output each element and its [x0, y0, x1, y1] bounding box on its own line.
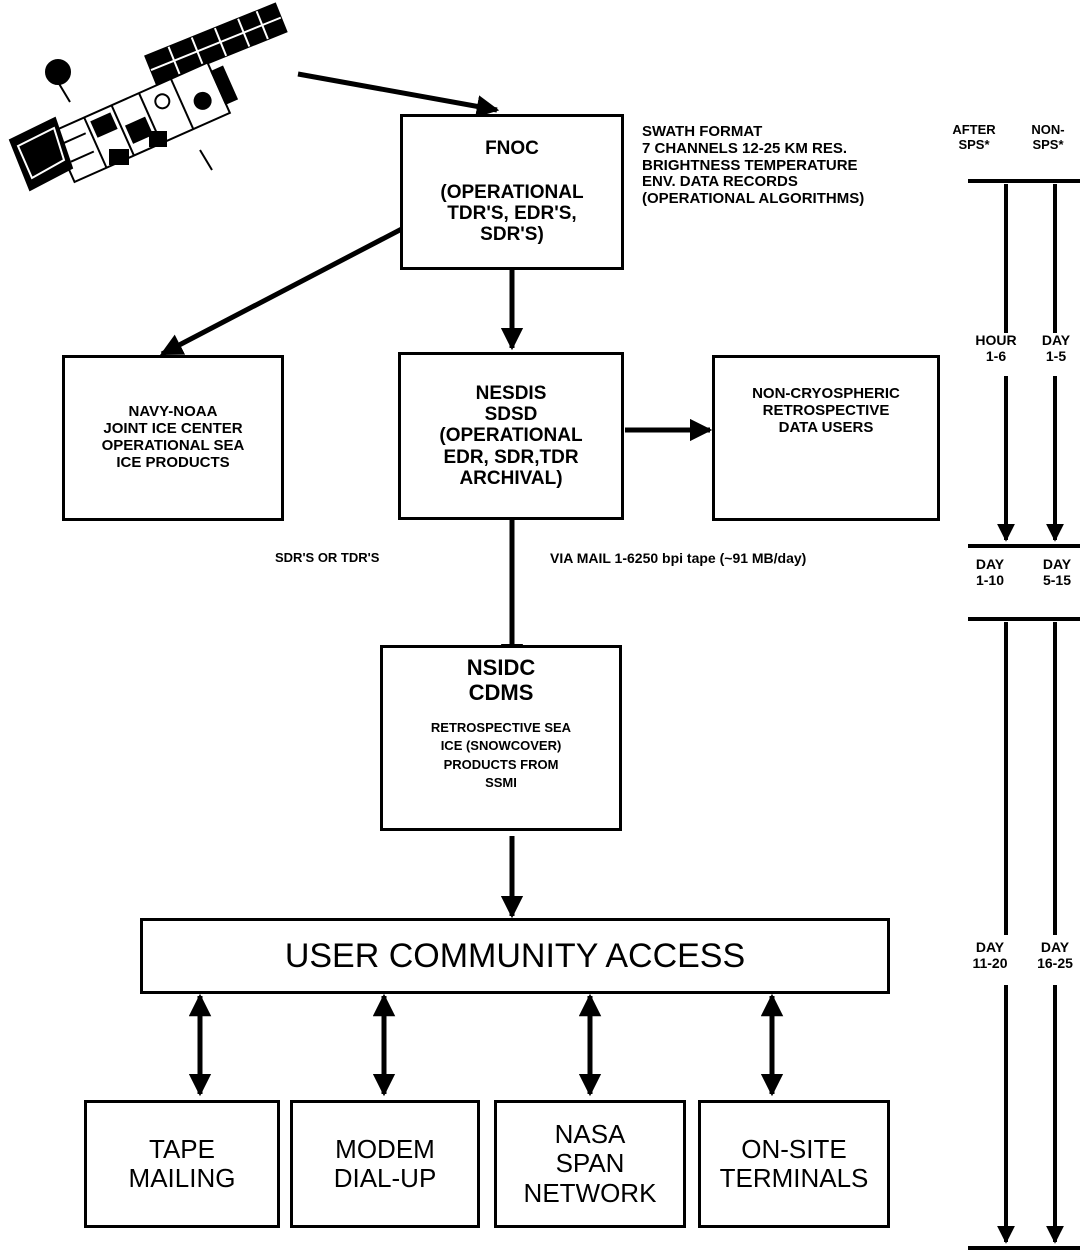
- jic-line: NAVY-NOAA: [128, 403, 218, 421]
- timeline-text: SPS*: [958, 136, 990, 152]
- timeline-label: HOUR 1-6: [966, 332, 1026, 365]
- jic-line: OPERATIONAL SEA: [101, 437, 245, 454]
- bottom-line: TERMINALS: [719, 1163, 869, 1193]
- swath-line: SWATH FORMAT: [642, 123, 763, 140]
- nesdis-box: NESDIS SDSD (OPERATIONAL EDR, SDR,TDR AR…: [398, 352, 624, 520]
- uca-title: USER COMMUNITY ACCESS: [284, 936, 746, 975]
- tape-mailing-box: TAPE MAILING: [84, 1100, 280, 1228]
- fnoc-line: TDR'S, EDR'S,: [447, 203, 577, 224]
- timeline-text: 5-15: [1042, 571, 1072, 588]
- noncryo-line: NON-CRYOSPHERIC: [752, 385, 900, 402]
- timeline-text: HOUR: [975, 332, 1017, 348]
- bottom-line: DIAL-UP: [333, 1163, 437, 1193]
- timeline-label: DAY 11-20: [964, 939, 1016, 972]
- jic-line: JOINT ICE CENTER: [103, 420, 243, 438]
- user-community-access-box: USER COMMUNITY ACCESS: [140, 918, 890, 994]
- swath-line: ENV. DATA RECORDS: [642, 173, 798, 191]
- nsidc-title: CDMS: [468, 679, 534, 705]
- timeline-header-after-sps: AFTER SPS*: [944, 122, 1004, 152]
- joint-ice-center-box: NAVY-NOAA JOINT ICE CENTER OPERATIONAL S…: [62, 355, 284, 521]
- bottom-line: ON-SITE: [741, 1133, 847, 1164]
- nsidc-title: NSIDC: [466, 655, 536, 680]
- swath-line: BRIGHTNESS TEMPERATURE: [642, 156, 858, 174]
- timeline-text: DAY: [1040, 939, 1070, 955]
- timeline-text: DAY: [975, 939, 1005, 955]
- satellite-icon: [8, 2, 288, 192]
- noncryo-line: DATA USERS: [778, 418, 874, 436]
- timeline-text: DAY: [1042, 556, 1072, 572]
- timeline-text: 11-20: [972, 954, 1008, 971]
- timeline-text: 1-6: [985, 347, 1007, 364]
- non-cryospheric-box: NON-CRYOSPHERIC RETROSPECTIVE DATA USERS: [712, 355, 940, 521]
- nesdis-line: ARCHIVAL): [459, 467, 563, 489]
- bottom-line: TAPE: [149, 1133, 215, 1164]
- timeline-text: SPS*: [1032, 136, 1064, 152]
- timeline-text: 1-10: [975, 571, 1005, 588]
- fnoc-line: SDR'S): [480, 224, 544, 246]
- bottom-line: MODEM: [335, 1133, 435, 1164]
- nsidc-line: SSMI: [485, 774, 517, 790]
- jic-line: ICE PRODUCTS: [116, 453, 230, 471]
- timeline-text: DAY: [1041, 332, 1071, 348]
- timeline-label: DAY 5-15: [1032, 556, 1082, 588]
- fnoc-line: (OPERATIONAL: [440, 181, 584, 203]
- nesdis-line: NESDIS: [475, 382, 547, 404]
- on-site-terminals-box: ON-SITE TERMINALS: [698, 1100, 890, 1228]
- timeline-header-non-sps: NON- SPS*: [1018, 122, 1078, 152]
- nasa-span-network-box: NASA SPAN NETWORK: [494, 1100, 686, 1228]
- swath-line: 7 CHANNELS 12-25 KM RES.: [642, 139, 848, 157]
- bottom-line: SPAN: [555, 1148, 625, 1179]
- timeline-text: DAY: [975, 556, 1005, 572]
- swath-line: (OPERATIONAL ALGORITHMS): [642, 190, 865, 208]
- timeline-text: 1-5: [1045, 347, 1067, 364]
- via-mail-label: VIA MAIL 1-6250 bpi tape (~91 MB/day): [550, 550, 807, 566]
- timeline-label: DAY 1-5: [1030, 332, 1082, 365]
- timeline-text: AFTER: [952, 122, 996, 137]
- nsidc-box: NSIDC CDMS RETROSPECTIVE SEA ICE (SNOWCO…: [380, 645, 622, 831]
- bottom-line: NETWORK: [523, 1177, 657, 1208]
- nesdis-line: EDR, SDR,TDR: [443, 446, 579, 468]
- fnoc-box: FNOC (OPERATIONAL TDR'S, EDR'S, SDR'S): [400, 114, 624, 270]
- swath-format-note: SWATH FORMAT 7 CHANNELS 12-25 KM RES. BR…: [642, 123, 865, 208]
- sdr-tdr-label: SDR'S OR TDR'S: [275, 550, 380, 565]
- timeline-text: 16-25: [1037, 954, 1073, 971]
- bottom-line: NASA: [554, 1119, 626, 1150]
- nsidc-line: ICE (SNOWCOVER): [440, 738, 562, 754]
- nsidc-line: RETROSPECTIVE SEA: [430, 720, 572, 736]
- nesdis-line: SDSD: [484, 404, 538, 426]
- noncryo-line: RETROSPECTIVE: [762, 401, 890, 419]
- nsidc-line: PRODUCTS FROM: [443, 756, 559, 772]
- nesdis-line: (OPERATIONAL: [439, 425, 583, 447]
- bottom-line: MAILING: [128, 1163, 236, 1193]
- timeline-label: DAY 1-10: [966, 556, 1014, 588]
- fnoc-title: FNOC: [485, 138, 539, 160]
- timeline-text: NON-: [1031, 122, 1065, 137]
- modem-dial-up-box: MODEM DIAL-UP: [290, 1100, 480, 1228]
- timeline-label: DAY 16-25: [1028, 939, 1082, 972]
